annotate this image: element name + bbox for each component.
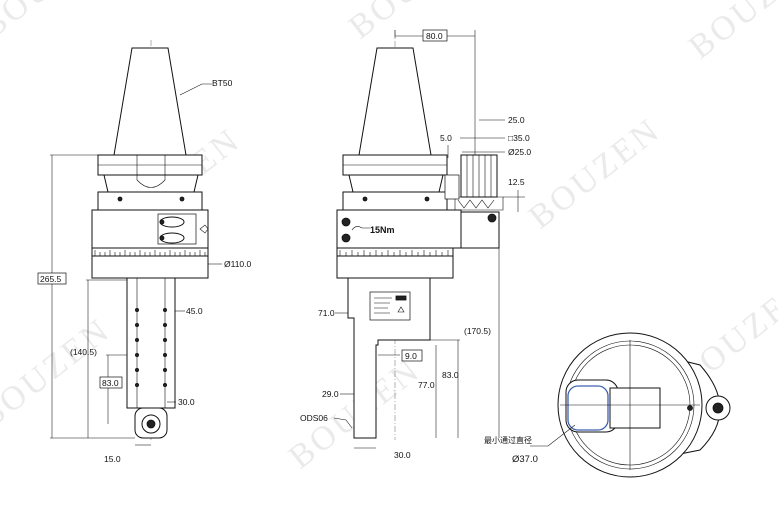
bottom-view: 最小通过直径 Ø37.0 (484, 332, 731, 478)
dim-tip-width: 30.0 (178, 397, 195, 407)
dim-tip-offset: 15.0 (104, 454, 121, 464)
dim-stop-dia: Ø25.0 (508, 147, 531, 157)
dim-stop-width: 25.0 (508, 115, 525, 125)
dim-top-offset: 80.0 (426, 31, 443, 41)
watermark: BOUZEN (0, 0, 120, 46)
watermark: BOUZEN (342, 0, 488, 46)
dim-tip-width-side: 30.0 (394, 450, 411, 460)
watermark: BOUZEN (522, 111, 668, 236)
dim-tip-height: 29.0 (322, 389, 339, 399)
watermark: BOUZEN (0, 311, 118, 436)
dim-top-offset-box (422, 29, 448, 42)
dim-stop-height: 12.5 (508, 177, 525, 187)
watermark: BOUZEN (682, 0, 778, 66)
torque-label: 15Nm (370, 225, 395, 235)
bt50-taper (113, 47, 187, 156)
tool-label: ODS06 (300, 413, 328, 423)
dim-stop-x: 5.0 (440, 133, 452, 143)
front-view: 265.5 Ø110.0 45.0 (140.5) 83.0 30.0 15.0… (37, 40, 252, 464)
coolant-holes (134, 307, 167, 387)
side-view: 15Nm 80.0 25.0 □35.0 5.0 Ø25.0 12.5 (300, 29, 531, 460)
dim-reach: (140.5) (70, 347, 97, 357)
dim-gap-box (401, 349, 423, 362)
min-pass-outline (567, 385, 609, 431)
dim-flange-dia: Ø110.0 (224, 259, 252, 269)
dim-slot-length: 83.0 (102, 378, 119, 388)
min-pass-value: Ø37.0 (512, 454, 538, 465)
dim-total-height: 265.5 (40, 274, 62, 284)
min-pass-label: 最小通过直径 (484, 435, 532, 445)
dim-body-width: 71.0 (318, 308, 335, 318)
dim-side-reach: (170.5) (464, 326, 491, 336)
dim-length-a: 83.0 (442, 370, 459, 380)
bt50-taper-side (358, 47, 432, 156)
dim-length-b: 77.0 (418, 380, 435, 390)
dim-slot-box (99, 376, 123, 389)
taper-label: BT50 (212, 78, 233, 88)
dim-total-height-box (37, 272, 67, 285)
dim-shank-width: 45.0 (186, 306, 203, 316)
dim-square: □35.0 (508, 133, 530, 143)
dim-gap: 9.0 (405, 351, 417, 361)
